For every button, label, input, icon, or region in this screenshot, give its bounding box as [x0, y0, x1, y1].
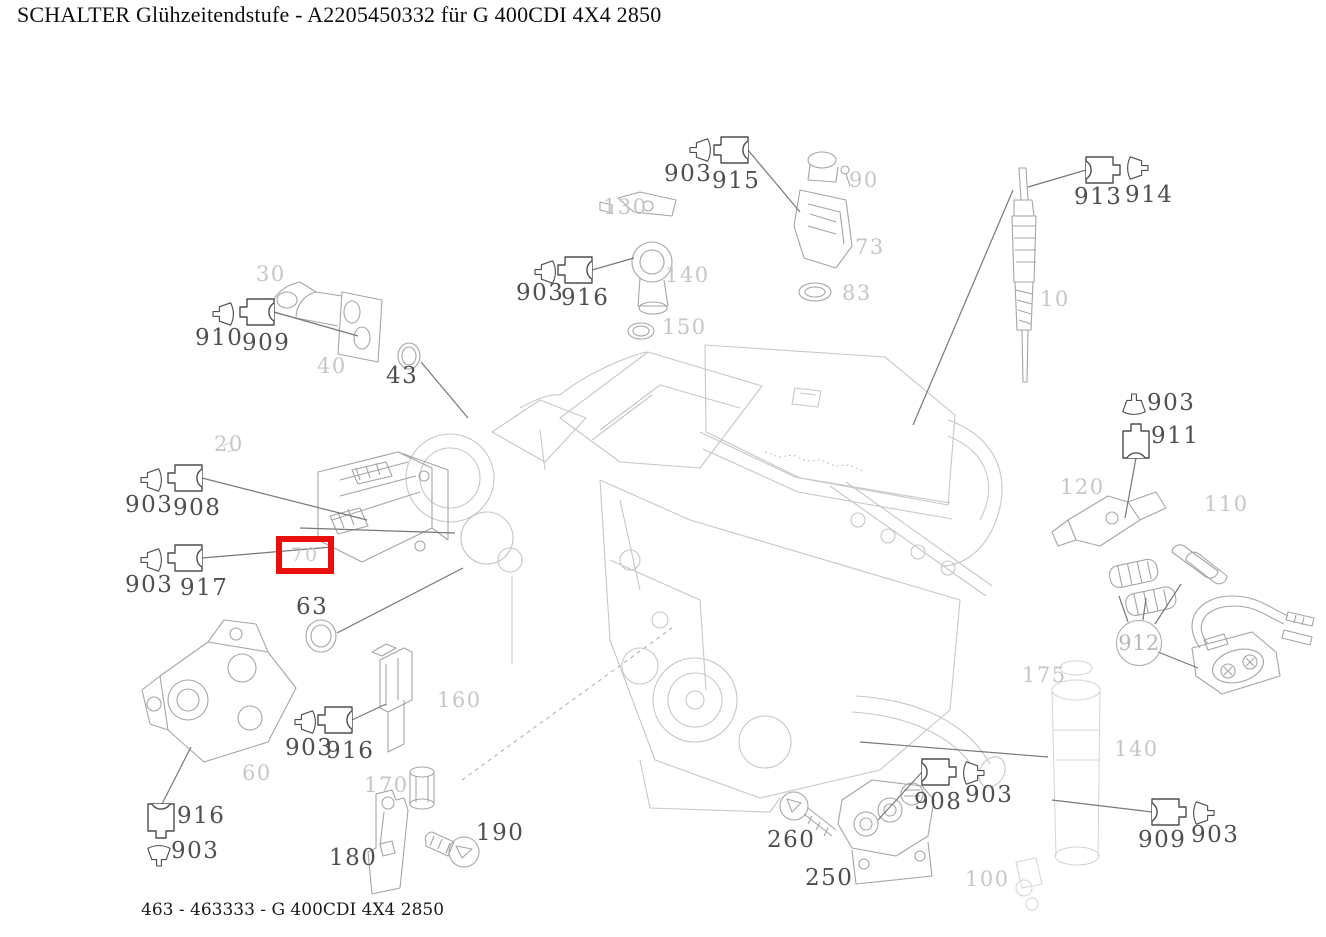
part-callout-180[interactable]: 180 [329, 845, 378, 871]
part-callout-190[interactable]: 190 [476, 820, 525, 846]
part-callout-912[interactable]: 912 [1116, 620, 1162, 666]
part-callout-160[interactable]: 160 [437, 688, 482, 712]
selected-part-highlight[interactable]: 70 [276, 536, 334, 574]
part-callout-903[interactable]: 903 [1191, 822, 1240, 848]
part-callout-903[interactable]: 903 [1147, 390, 1196, 416]
leader-lines [161, 149, 1199, 821]
connector-housing-icon [921, 758, 957, 786]
part-callout-913[interactable]: 913 [1074, 184, 1123, 210]
part-callout-140[interactable]: 140 [665, 263, 710, 287]
part-callout-120[interactable]: 120 [1060, 475, 1105, 499]
o-ring-63 [305, 619, 337, 653]
connector-boot-icon [140, 468, 162, 492]
engine-sketch [405, 344, 1006, 813]
part-callout-63[interactable]: 63 [296, 594, 329, 620]
part-callout-170[interactable]: 170 [364, 773, 409, 797]
highlighted-item-number: 70 [290, 544, 320, 566]
connector-boot-icon [294, 710, 316, 734]
connector-housing-icon [713, 136, 749, 164]
part-callout-260[interactable]: 260 [767, 827, 816, 853]
part-callout-90[interactable]: 90 [849, 168, 879, 192]
part-callout-100[interactable]: 100 [965, 867, 1010, 891]
part-callout-110[interactable]: 110 [1204, 492, 1249, 516]
part-callout-909[interactable]: 909 [242, 330, 291, 356]
connector-housing-icon [239, 298, 275, 326]
connector-housing-icon [317, 706, 353, 734]
part-callout-130[interactable]: 130 [603, 195, 648, 219]
part-callout-40[interactable]: 40 [317, 354, 347, 378]
part-callout-915[interactable]: 915 [712, 168, 761, 194]
page-footer-caption: 463 - 463333 - G 400CDI 4X4 2850 [141, 900, 445, 920]
connector-housing-icon [1085, 156, 1121, 184]
connector-boot-icon [963, 761, 985, 785]
part-callout-20[interactable]: 20 [214, 432, 244, 456]
o-ring-43 [397, 342, 421, 370]
connector-housing-icon [167, 464, 203, 492]
part-callout-903[interactable]: 903 [664, 161, 713, 187]
part-callout-909[interactable]: 909 [1138, 827, 1187, 853]
connector-boot-icon [140, 548, 162, 572]
part-callout-908[interactable]: 908 [914, 789, 963, 815]
part-callout-914[interactable]: 914 [1125, 182, 1174, 208]
part-callout-916[interactable]: 916 [177, 803, 226, 829]
part-sketches [141, 151, 1315, 895]
page-title: SCHALTER Glühzeitendstufe - A2205450332 … [17, 2, 662, 27]
connector-housing-icon [1122, 423, 1150, 459]
part-callout-140[interactable]: 140 [1114, 737, 1159, 761]
connector-housing-icon [147, 803, 175, 839]
part-callout-30[interactable]: 30 [256, 262, 286, 286]
part-callout-10[interactable]: 10 [1040, 287, 1070, 311]
part-callout-911[interactable]: 911 [1151, 423, 1200, 449]
part-callout-903[interactable]: 903 [171, 838, 220, 864]
part-callout-43[interactable]: 43 [386, 363, 419, 389]
part-callout-903[interactable]: 903 [965, 782, 1014, 808]
connector-boot-icon [1122, 393, 1146, 415]
part-callout-903[interactable]: 903 [516, 280, 565, 306]
part-callout-903[interactable]: 903 [285, 735, 334, 761]
connector-boot-icon [212, 302, 234, 326]
connector-boot-icon [147, 845, 171, 867]
part-callout-83[interactable]: 83 [842, 281, 872, 305]
part-callout-917[interactable]: 917 [180, 575, 229, 601]
part-callout-910[interactable]: 910 [195, 325, 244, 351]
background-parts [221, 441, 1101, 911]
connector-boot-icon [1193, 801, 1215, 825]
part-callout-73[interactable]: 73 [855, 235, 885, 259]
part-callout-150[interactable]: 150 [662, 315, 707, 339]
part-callout-908[interactable]: 908 [173, 495, 222, 521]
connector-housing-icon [167, 544, 203, 572]
part-callout-250[interactable]: 250 [805, 865, 854, 891]
part-callout-903[interactable]: 903 [125, 492, 174, 518]
part-callout-903[interactable]: 903 [125, 572, 174, 598]
part-callout-916[interactable]: 916 [326, 738, 375, 764]
connector-boot-icon [1127, 156, 1149, 180]
part-callout-60[interactable]: 60 [242, 761, 272, 785]
part-callout-916[interactable]: 916 [561, 285, 610, 311]
connector-boot-icon [689, 138, 711, 162]
connector-housing-icon [1151, 798, 1187, 826]
part-callout-175[interactable]: 175 [1022, 663, 1067, 687]
